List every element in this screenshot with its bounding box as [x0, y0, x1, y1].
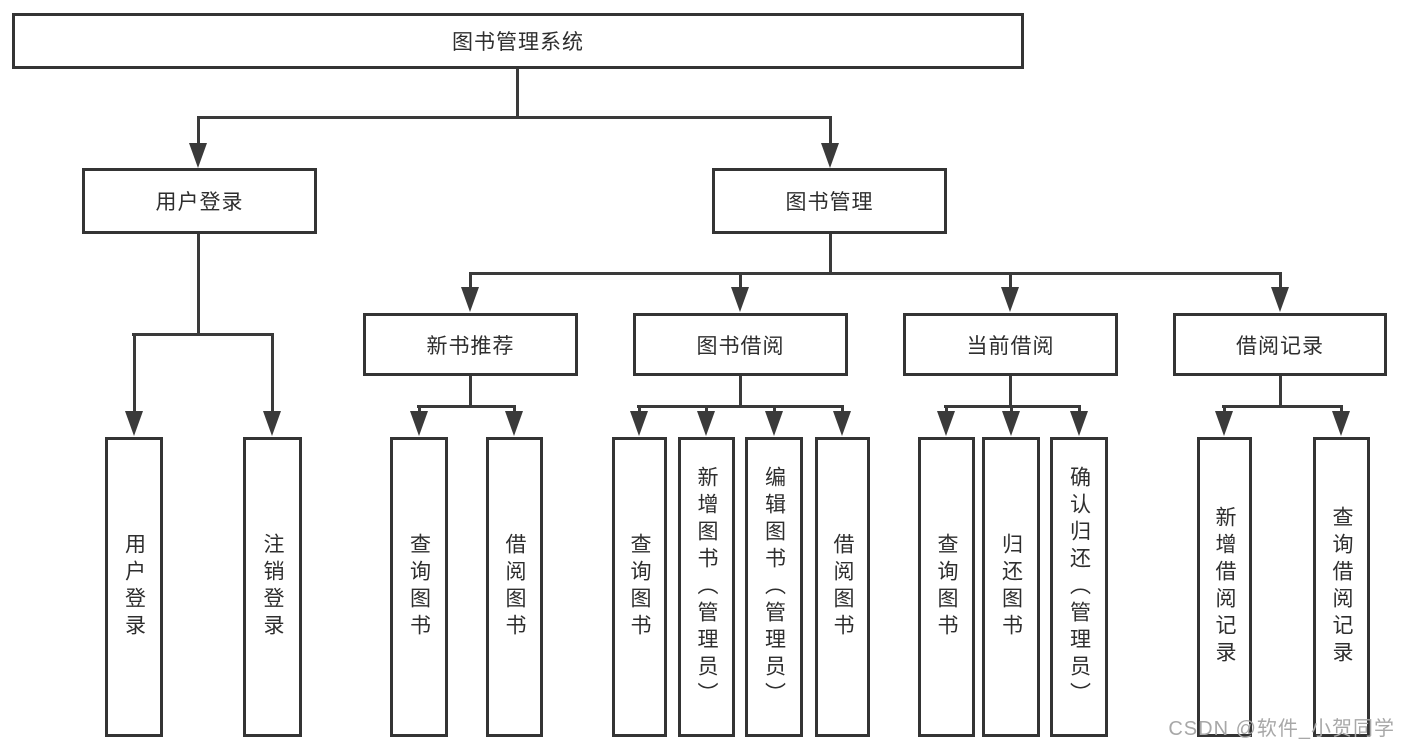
- arrow-down-icon: [821, 143, 839, 168]
- arrow-down-icon: [1332, 411, 1350, 436]
- leaf-logout: 注销登录: [243, 437, 302, 737]
- leaf-add-book-admin: 新增图书（管理员）: [678, 437, 735, 737]
- connector-line: [1078, 405, 1081, 414]
- arrow-down-icon: [697, 411, 715, 436]
- arrow-down-icon: [1271, 287, 1289, 312]
- leaf-borrow-books-1: 借阅图书: [486, 437, 543, 737]
- leaf-label: 借阅图书: [831, 533, 854, 641]
- leaf-label: 确认归还（管理员）: [1067, 465, 1091, 709]
- leaf-label: 编辑图书（管理员）: [762, 465, 786, 709]
- node-book-management-label: 图书管理: [785, 191, 874, 214]
- connector-line: [1010, 405, 1013, 414]
- connector-line: [739, 272, 742, 290]
- node-user-login: 用户登录: [82, 168, 317, 234]
- node-root-label: 图书管理系统: [452, 31, 584, 54]
- leaf-label: 查询借阅记录: [1330, 506, 1353, 668]
- connector-line: [469, 375, 472, 408]
- arrow-down-icon: [1070, 411, 1088, 436]
- leaf-label: 查询图书: [935, 533, 958, 641]
- connector-line: [773, 405, 776, 414]
- connector-line: [945, 405, 948, 414]
- leaf-label: 注销登录: [261, 533, 284, 641]
- connector-line: [1009, 272, 1012, 290]
- leaf-label: 借阅图书: [503, 533, 526, 641]
- leaf-label: 新增图书（管理员）: [695, 465, 718, 709]
- node-borrow-records-label: 借阅记录: [1236, 334, 1324, 358]
- connector-line: [1279, 375, 1282, 408]
- connector-line: [513, 405, 516, 414]
- connector-line: [829, 233, 832, 275]
- arrow-down-icon: [765, 411, 783, 436]
- connector-line: [1009, 375, 1012, 408]
- node-book-borrow-label: 图书借阅: [696, 334, 785, 358]
- connector-line: [739, 375, 742, 408]
- connector-line: [133, 333, 136, 414]
- connector-line: [197, 116, 200, 146]
- leaf-user-login: 用户登录: [105, 437, 163, 737]
- arrow-down-icon: [410, 411, 428, 436]
- leaf-label: 查询图书: [628, 533, 651, 641]
- node-book-management: 图书管理: [712, 168, 947, 234]
- leaf-add-borrow-record: 新增借阅记录: [1197, 437, 1252, 737]
- connector-line: [829, 116, 832, 146]
- connector-line: [271, 333, 274, 414]
- arrow-down-icon: [1001, 287, 1019, 312]
- node-current-borrow-label: 当前借阅: [966, 334, 1055, 358]
- node-new-book-recommend-label: 新书推荐: [426, 334, 515, 358]
- arrow-down-icon: [461, 287, 479, 312]
- connector-line: [516, 66, 519, 119]
- connector-line: [132, 333, 274, 336]
- connector-line: [197, 116, 831, 119]
- leaf-query-books-3: 查询图书: [918, 437, 975, 737]
- connector-line: [197, 233, 200, 336]
- connector-line: [638, 405, 641, 414]
- arrow-down-icon: [630, 411, 648, 436]
- arrow-down-icon: [263, 411, 281, 436]
- leaf-label: 用户登录: [122, 533, 146, 641]
- node-new-book-recommend: 新书推荐: [363, 313, 578, 376]
- node-user-login-label: 用户登录: [155, 191, 244, 214]
- leaf-query-books-2: 查询图书: [612, 437, 667, 737]
- connector-line: [469, 272, 472, 290]
- leaf-confirm-return-admin: 确认归还（管理员）: [1050, 437, 1108, 737]
- connector-line: [1279, 272, 1282, 290]
- arrow-down-icon: [1002, 411, 1020, 436]
- connector-line: [1340, 405, 1343, 414]
- connector-line: [417, 405, 516, 408]
- connector-line: [705, 405, 708, 414]
- arrow-down-icon: [125, 411, 143, 436]
- csdn-watermark: CSDN @软件_小贺同学: [1168, 718, 1395, 740]
- connector-line: [469, 272, 1281, 275]
- arrow-down-icon: [505, 411, 523, 436]
- node-root: 图书管理系统: [12, 13, 1024, 69]
- connector-line: [841, 405, 844, 414]
- arrow-down-icon: [937, 411, 955, 436]
- leaf-borrow-books-2: 借阅图书: [815, 437, 870, 737]
- leaf-label: 新增借阅记录: [1213, 506, 1236, 668]
- connector-line: [1223, 405, 1226, 414]
- connector-line: [1222, 405, 1343, 408]
- leaf-query-borrow-record: 查询借阅记录: [1313, 437, 1370, 737]
- node-borrow-records: 借阅记录: [1173, 313, 1387, 376]
- node-current-borrow: 当前借阅: [903, 313, 1118, 376]
- leaf-label: 归还图书: [999, 533, 1023, 641]
- connector-line: [418, 405, 421, 414]
- arrow-down-icon: [731, 287, 749, 312]
- arrow-down-icon: [189, 143, 207, 168]
- leaf-label: 查询图书: [407, 533, 431, 641]
- arrow-down-icon: [833, 411, 851, 436]
- leaf-query-books-1: 查询图书: [390, 437, 448, 737]
- leaf-edit-book-admin: 编辑图书（管理员）: [745, 437, 803, 737]
- arrow-down-icon: [1215, 411, 1233, 436]
- node-book-borrow: 图书借阅: [633, 313, 848, 376]
- leaf-return-book: 归还图书: [982, 437, 1040, 737]
